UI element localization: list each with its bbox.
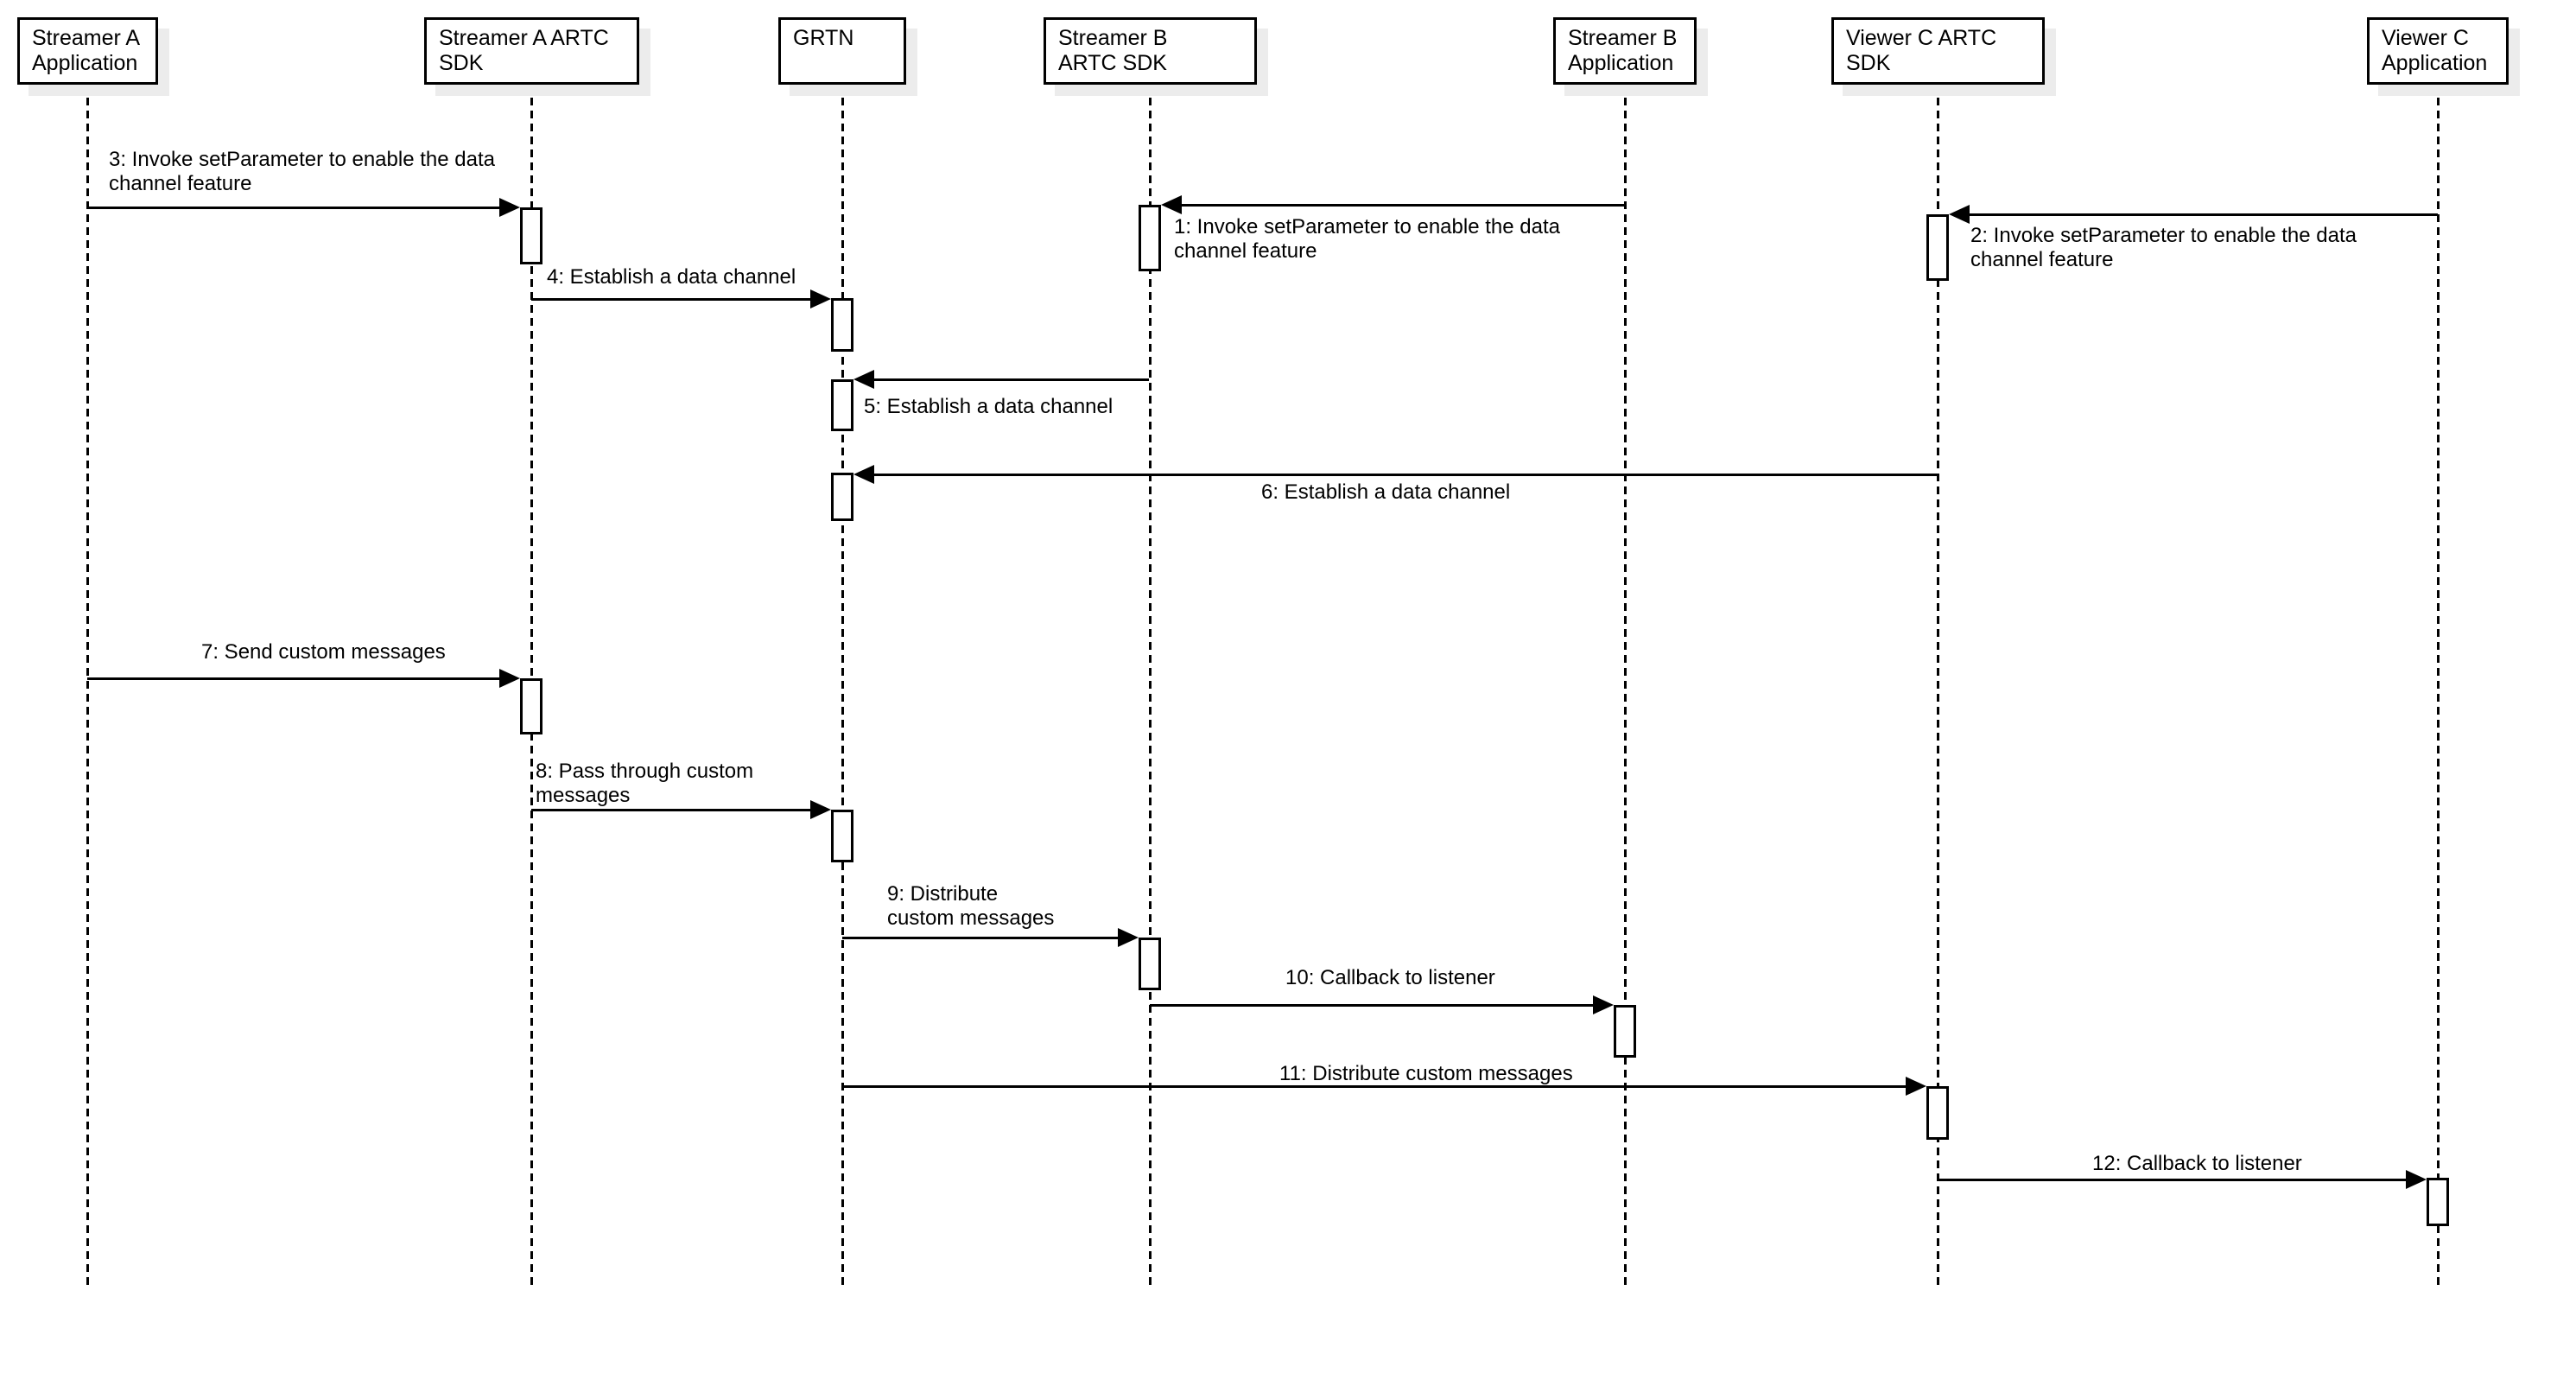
message-2-arrowhead <box>1949 205 1970 224</box>
actor-box-streamer-a-application: Streamer A Application <box>17 17 158 85</box>
activation-bar-viewer-c-sdk-2 <box>1926 1086 1949 1140</box>
message-5-line <box>871 378 1149 381</box>
actor-box-viewer-c-application: Viewer C Application <box>2367 17 2509 85</box>
message-2-label: 2: Invoke setParameter to enable the dat… <box>1970 223 2362 273</box>
actor-box-viewer-c-artc-sdk: Viewer C ARTC SDK <box>1831 17 2045 85</box>
activation-bar-streamer-b-app-1 <box>1614 1005 1636 1058</box>
actor-box-streamer-b-artc-sdk: Streamer B ARTC SDK <box>1044 17 1257 85</box>
message-8-label: 8: Pass through custom messages <box>536 759 759 809</box>
message-10-label: 10: Callback to listener <box>1285 965 1501 991</box>
activation-bar-grtn-2 <box>831 379 853 431</box>
message-10-line <box>1150 1004 1596 1007</box>
message-6-arrowhead <box>853 465 874 484</box>
message-3-arrowhead <box>499 198 520 217</box>
message-12-arrowhead <box>2406 1170 2427 1189</box>
actor-label: Viewer C ARTC SDK <box>1846 26 1997 75</box>
message-11-label: 11: Distribute custom messages <box>1279 1061 1578 1087</box>
message-6-line <box>871 474 1937 476</box>
activation-bar-grtn-4 <box>831 810 853 862</box>
message-12-label: 12: Callback to listener <box>2092 1151 2307 1177</box>
actor-label: Streamer A Application <box>32 26 141 75</box>
message-12-line <box>1937 1179 2409 1181</box>
actor-box-grtn: GRTN <box>778 17 906 85</box>
message-11-arrowhead <box>1906 1077 1926 1096</box>
message-1-line <box>1178 204 1624 207</box>
message-5-arrowhead <box>853 370 874 389</box>
message-3-line <box>87 207 503 209</box>
activation-bar-streamer-a-sdk-2 <box>520 678 542 734</box>
lifeline-streamer-b-artc-sdk <box>1149 85 1152 1287</box>
message-3-label: 3: Invoke setParameter to enable the dat… <box>109 147 500 197</box>
message-1-arrowhead <box>1161 195 1182 214</box>
activation-bar-streamer-b-sdk-2 <box>1139 938 1161 990</box>
activation-bar-viewer-c-app-1 <box>2427 1178 2449 1226</box>
message-8-arrowhead <box>810 800 831 819</box>
actor-box-streamer-a-artc-sdk: Streamer A ARTC SDK <box>424 17 639 85</box>
activation-bar-viewer-c-sdk-1 <box>1926 214 1949 281</box>
message-1-label: 1: Invoke setParameter to enable the dat… <box>1174 214 1565 264</box>
message-11-line <box>842 1085 1909 1088</box>
actor-label: Streamer B ARTC SDK <box>1058 26 1168 75</box>
actor-label: GRTN <box>793 26 854 50</box>
lifeline-streamer-b-application <box>1624 85 1627 1287</box>
message-9-line <box>842 937 1121 939</box>
lifeline-viewer-c-artc-sdk <box>1937 85 1939 1287</box>
message-9-arrowhead <box>1118 928 1139 947</box>
lifeline-streamer-a-application <box>86 85 89 1287</box>
actor-label: Streamer A ARTC SDK <box>439 26 609 75</box>
actor-box-streamer-b-application: Streamer B Application <box>1553 17 1697 85</box>
message-6-label: 6: Establish a data channel <box>1261 480 1516 505</box>
message-2-line <box>1966 213 2438 216</box>
message-9-label: 9: Distribute custom messages <box>887 881 1060 931</box>
activation-bar-grtn-3 <box>831 473 853 521</box>
activation-bar-streamer-b-sdk-1 <box>1139 205 1161 271</box>
message-5-label: 5: Establish a data channel <box>864 394 1119 420</box>
message-8-line <box>531 809 814 811</box>
lifeline-viewer-c-application <box>2437 85 2440 1287</box>
message-7-line <box>87 677 503 680</box>
message-7-arrowhead <box>499 669 520 688</box>
lifeline-grtn <box>841 85 844 1287</box>
message-7-label: 7: Send custom messages <box>201 639 451 665</box>
message-4-line <box>531 298 814 301</box>
message-4-arrowhead <box>810 289 831 308</box>
actor-label: Streamer B Application <box>1568 26 1678 75</box>
activation-bar-streamer-a-sdk-1 <box>520 207 542 264</box>
activation-bar-grtn-1 <box>831 298 853 352</box>
message-4-label: 4: Establish a data channel <box>547 264 802 290</box>
actor-label: Viewer C Application <box>2382 26 2488 75</box>
message-10-arrowhead <box>1593 995 1614 1014</box>
